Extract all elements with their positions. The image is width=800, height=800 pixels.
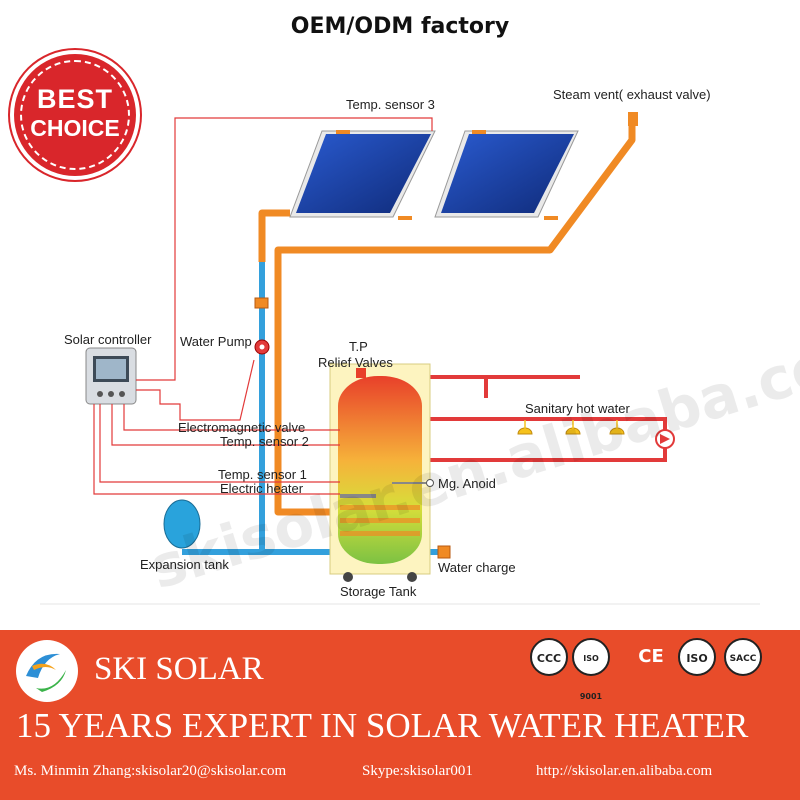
slogan: 15 YEARS EXPERT IN SOLAR WATER HEATER — [16, 706, 749, 745]
solar-panel-right — [434, 130, 579, 218]
label-tp: T.P — [349, 339, 368, 354]
label-temp-sensor-1: Temp. sensor 1 — [218, 467, 307, 482]
signal-wires — [93, 117, 433, 495]
hot-water-tap — [517, 427, 625, 435]
label-mg-anoid: Mg. Anoid — [438, 476, 496, 491]
label-water-pump: Water Pump — [180, 334, 252, 349]
brand-name: SKI SOLAR — [94, 651, 264, 687]
label-water-charge: Water charge — [438, 560, 516, 575]
best-choice-badge: BEST CHOICE — [14, 54, 136, 176]
header-title: OEM/ODM factory — [290, 14, 510, 39]
label-storage-tank: Storage Tank — [340, 584, 417, 599]
iso-cert-icon: ISO — [678, 638, 716, 676]
label-electromagnetic-valve: Electromagnetic valve — [178, 420, 306, 435]
badge-line2: CHOICE — [30, 115, 120, 141]
badge-line1: BEST — [36, 84, 113, 114]
watermark: skisolar.en.alibaba.com — [142, 313, 800, 603]
label-sanitary-hot-water: Sanitary hot water — [525, 401, 630, 416]
water-pump — [254, 339, 270, 355]
label-temp-sensor-3: Temp. sensor 3 — [346, 97, 435, 112]
label-expansion-tank: Expansion tank — [140, 557, 229, 572]
water-charge-valve — [437, 545, 451, 559]
ce-mark-icon: CE — [638, 646, 664, 667]
footer-banner — [0, 630, 800, 800]
hot-water-pipe — [258, 122, 636, 516]
ski-solar-logo — [16, 640, 78, 702]
label-temp-sensor-2: Temp. sensor 2 — [220, 434, 309, 449]
contact-skype: Skype:skisolar001 — [362, 763, 473, 779]
storage-tank — [329, 363, 434, 582]
steam-vent — [628, 112, 638, 126]
sacc-cert-icon: SACC — [724, 638, 762, 676]
contact-email: Ms. Minmin Zhang:skisolar20@skisolar.com — [14, 763, 287, 779]
solar-panel-left — [289, 130, 436, 218]
pipe-sensor-valve — [254, 297, 269, 309]
label-electric-heater: Electric heater — [220, 481, 304, 496]
solar-controller — [85, 347, 137, 405]
contact-url[interactable]: http://skisolar.en.alibaba.com — [536, 763, 713, 779]
label-solar-controller: Solar controller — [64, 332, 152, 347]
label-steam-vent: Steam vent( exhaust valve) — [553, 87, 711, 102]
ccc-cert-icon: CCC — [530, 638, 568, 676]
expansion-tank — [163, 499, 201, 549]
tp-relief-valve — [356, 368, 366, 378]
label-relief-valves: Relief Valves — [318, 355, 393, 370]
iso9001-cert-icon: ISO 9001 — [572, 638, 610, 701]
